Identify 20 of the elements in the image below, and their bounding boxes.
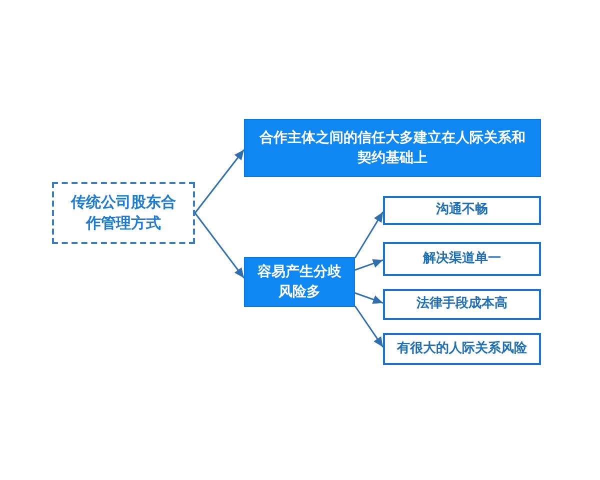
arrow	[354, 292, 384, 304]
node-label: 有很大的人际关系风险	[397, 340, 527, 358]
item-box	[383, 289, 541, 320]
arrow	[354, 212, 384, 258]
item-box	[383, 333, 541, 365]
topic-box	[52, 182, 195, 244]
arrow	[354, 259, 384, 271]
item-box	[383, 242, 541, 276]
arrow	[354, 306, 384, 348]
arrow	[194, 212, 245, 278]
node-label: 合作主体之间的信任大多建立在人际关系和契约基础上	[258, 128, 526, 168]
node-label: 沟通不畅	[436, 202, 488, 219]
node-label: 容易产生分歧风险多	[257, 262, 342, 302]
node-label: 解决渠道单一	[423, 250, 501, 268]
process-box	[244, 119, 541, 177]
item-box	[383, 196, 541, 225]
node-label: 法律手段成本高	[416, 296, 508, 313]
arrow	[194, 149, 245, 214]
node-label: 传统公司股东合作管理方式	[70, 192, 177, 234]
process-box	[244, 257, 355, 307]
